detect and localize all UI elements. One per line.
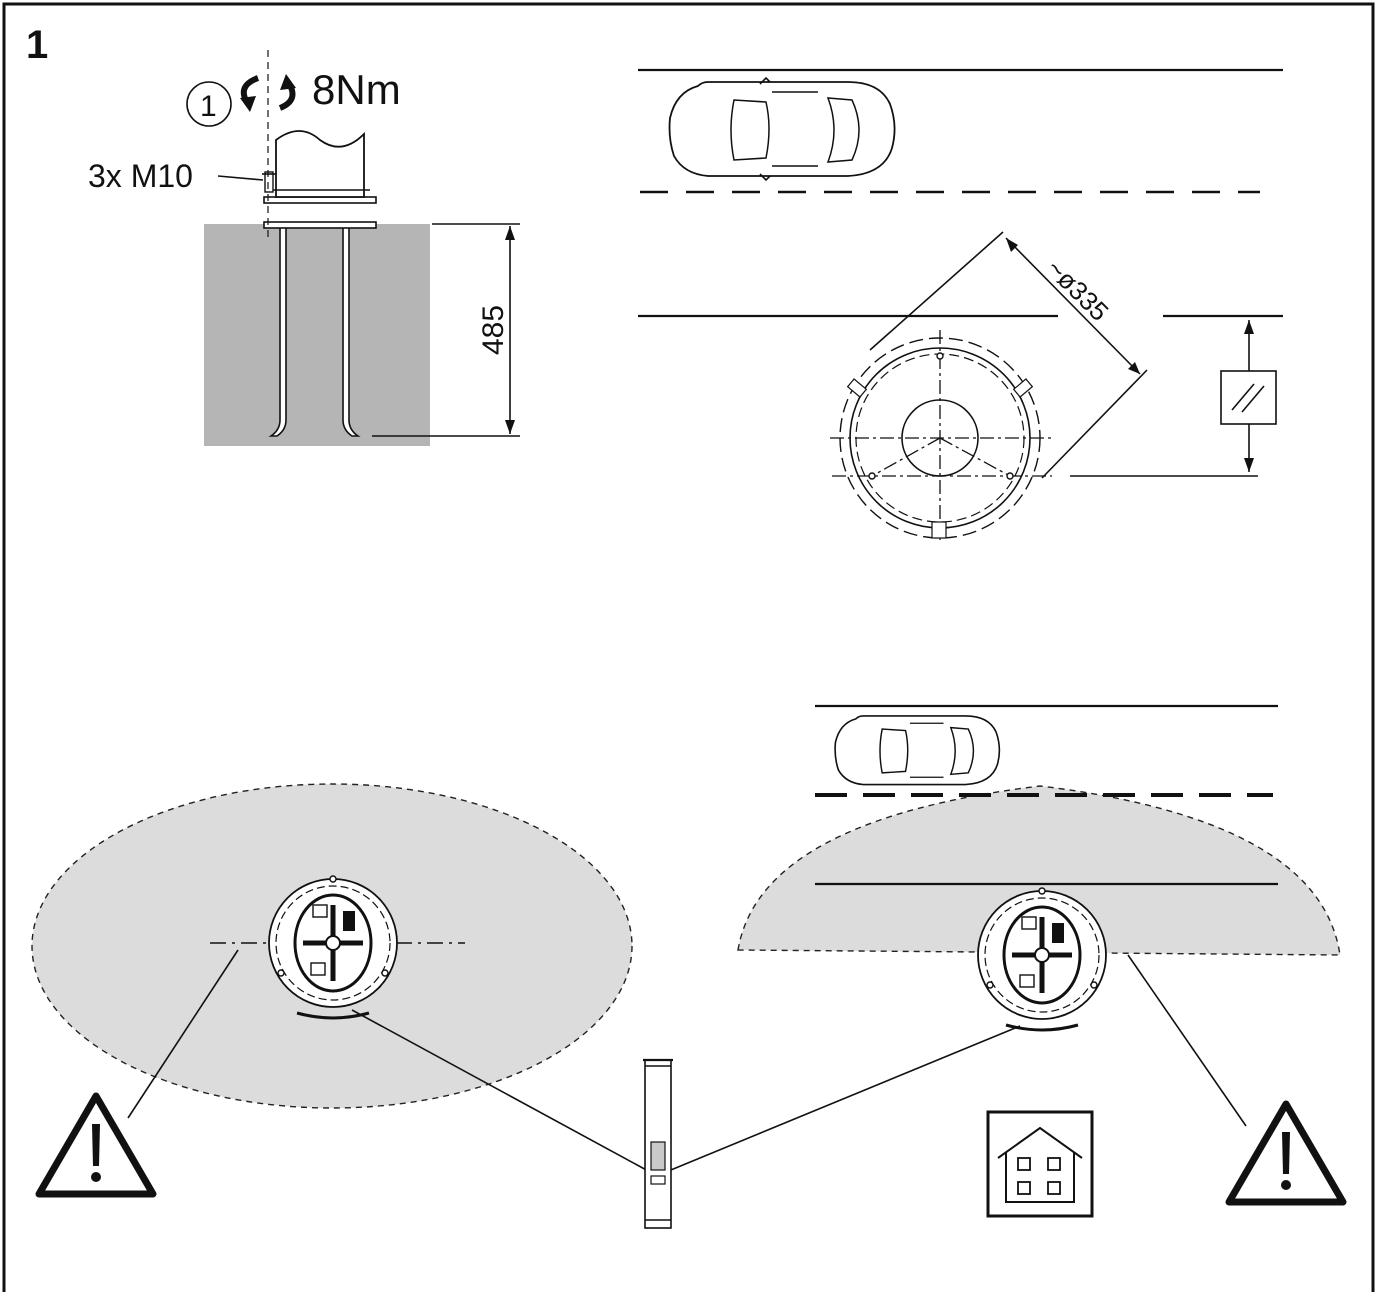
torque-step-number: 1 [200, 90, 217, 123]
column-plan-view: ~ø335 [830, 231, 1148, 540]
depth-dimension: 485 [477, 305, 510, 355]
anchor-rods [268, 223, 361, 437]
bolt [264, 171, 274, 193]
bollard-icon [643, 1058, 673, 1229]
column-body [275, 130, 365, 198]
road-plan-bottom [737, 704, 1341, 1032]
car-icon [834, 715, 1001, 786]
detection-zone-left [31, 783, 633, 1109]
connector-lines [127, 949, 1247, 1173]
step-number: 1 [26, 23, 48, 67]
foundation-section: 3x M10 1 8Nm 485 [88, 50, 520, 446]
torque-step-circle [186, 81, 232, 127]
ground-block [204, 224, 430, 446]
torque-value: 8Nm [312, 66, 401, 113]
sensor-unit-icon [977, 887, 1107, 1032]
bolt-label: 3x M10 [88, 158, 193, 194]
warning-triangle-icon [1225, 1100, 1347, 1206]
dimension-break-box [1220, 370, 1277, 425]
road-plan-top: ~ø335 [638, 68, 1283, 540]
warning-triangle-icon [35, 1092, 157, 1198]
sensor-unit-icon [268, 875, 398, 1020]
house-icon [986, 1110, 1094, 1218]
car-icon [668, 76, 896, 182]
rotate-arrows-icon [240, 74, 296, 112]
